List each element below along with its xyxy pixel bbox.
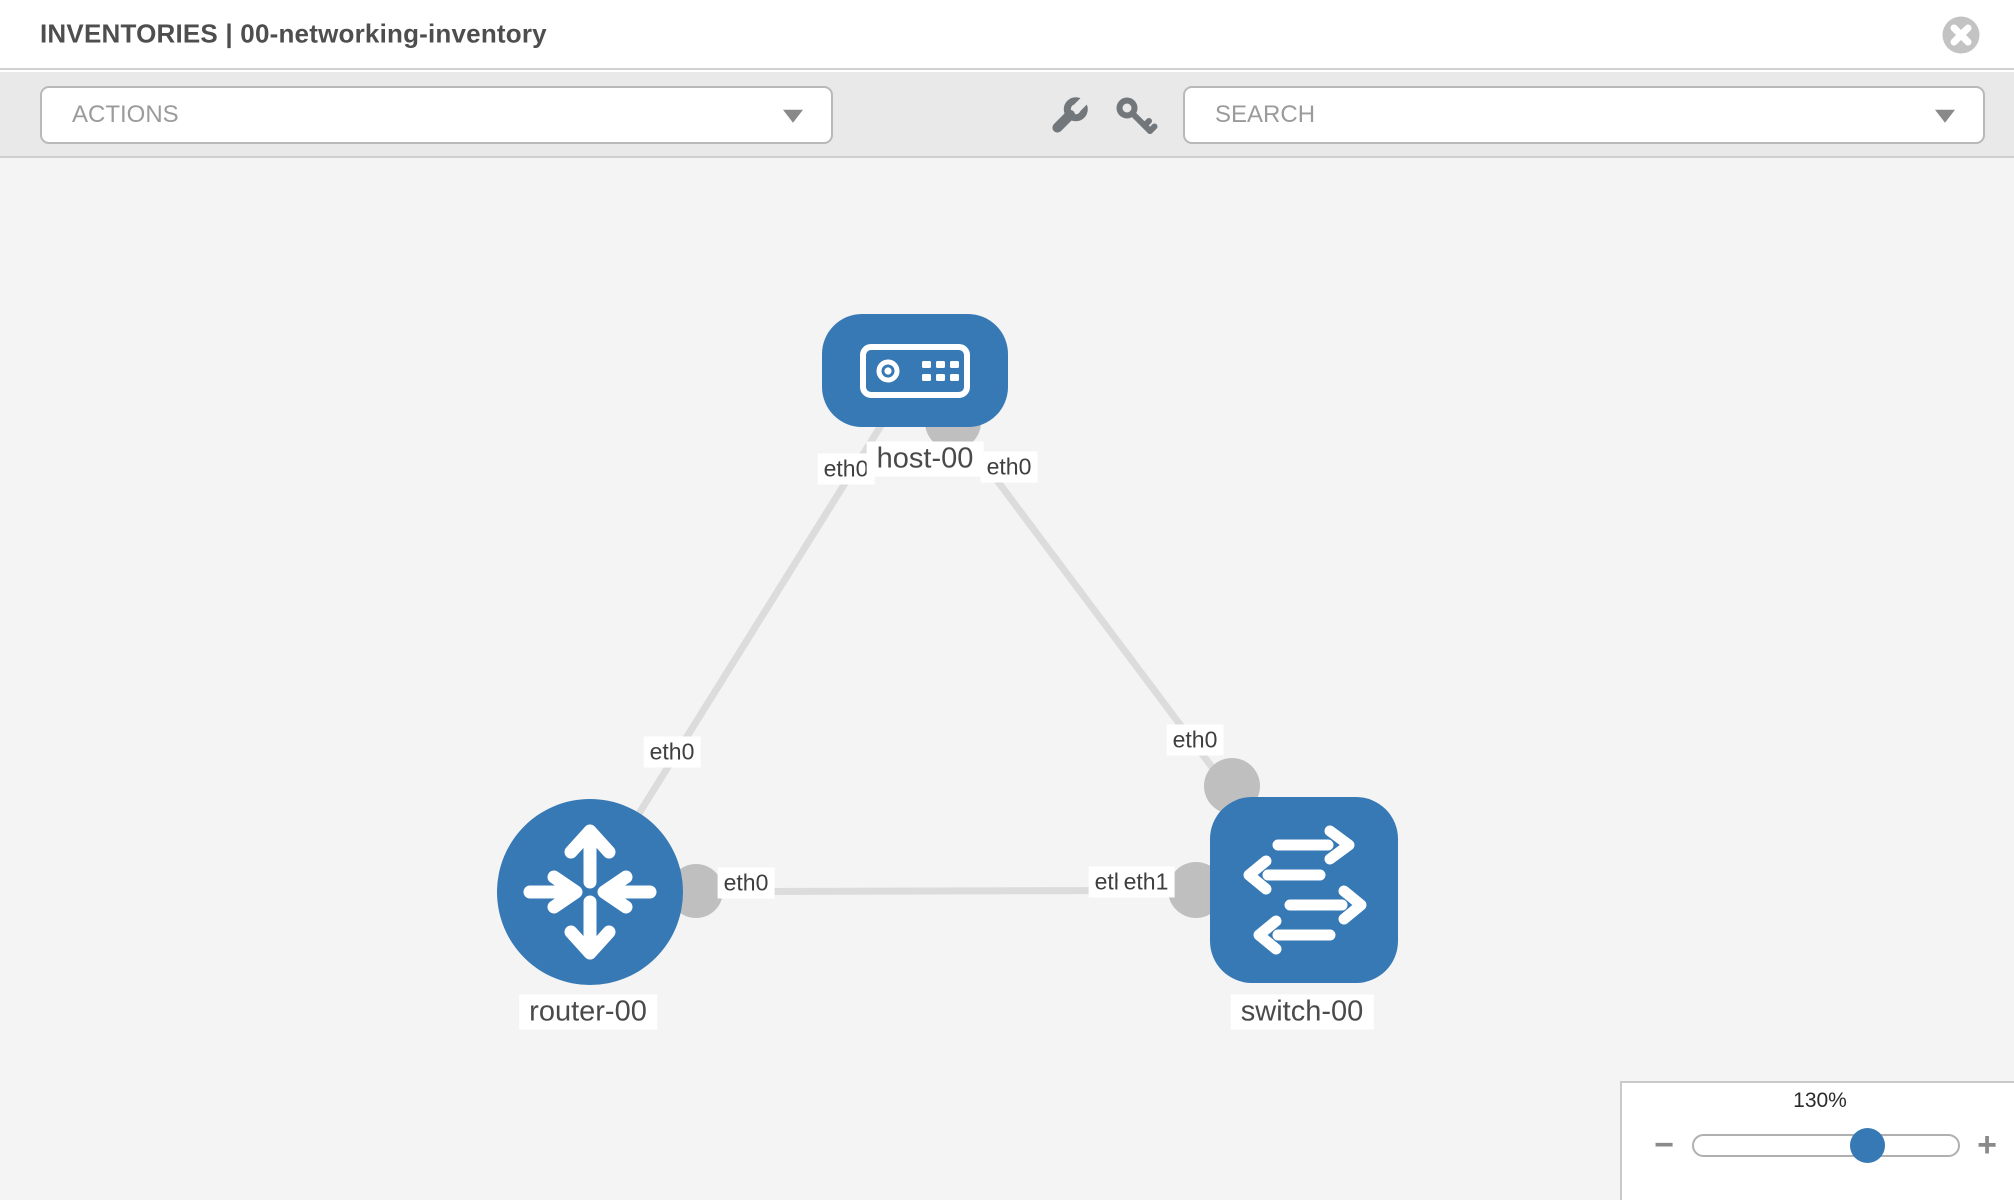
topology-canvas[interactable]: eth0 eth0 eth0 eth0 eth0 eth0 eth1 host-… — [0, 158, 2014, 1200]
close-button[interactable] — [1942, 16, 1980, 54]
interface-label: eth1 — [1117, 866, 1175, 898]
host-icon — [860, 344, 970, 398]
header: INVENTORIES | 00-networking-inventory — [0, 0, 2014, 70]
page-title: INVENTORIES | 00-networking-inventory — [40, 18, 547, 49]
node-label-switch-00: switch-00 — [1230, 994, 1374, 1030]
toolbar: ACTIONS SEARCH — [0, 72, 2014, 158]
close-circle-x-icon — [1942, 16, 1980, 54]
zoom-panel: 130% − + — [1620, 1081, 2014, 1200]
node-host-00[interactable] — [822, 314, 1008, 427]
zoom-in-button[interactable]: + — [1965, 1123, 2009, 1167]
chevron-down-icon — [1935, 109, 1955, 123]
configure-button[interactable] — [1045, 94, 1091, 140]
interface-label: eth0 — [717, 867, 775, 899]
switch-icon — [1243, 825, 1367, 955]
zoom-out-button[interactable]: − — [1642, 1123, 1686, 1167]
key-icon — [1116, 97, 1158, 134]
node-router-00[interactable] — [497, 799, 683, 985]
node-label-router-00: router-00 — [519, 994, 657, 1030]
credentials-button[interactable] — [1113, 94, 1159, 140]
wrench-icon — [1052, 95, 1090, 133]
search-dropdown[interactable]: SEARCH — [1183, 86, 1985, 144]
search-dropdown-label: SEARCH — [1215, 101, 1316, 128]
interface-label: eth0 — [817, 453, 875, 485]
router-icon — [523, 824, 657, 960]
actions-dropdown-label: ACTIONS — [72, 101, 179, 128]
zoom-level: 130% — [1793, 1089, 1847, 1112]
node-switch-00[interactable] — [1210, 797, 1398, 983]
interface-dot — [669, 864, 723, 918]
node-label-host-00: host-00 — [866, 441, 984, 477]
chevron-down-icon — [783, 109, 803, 123]
zoom-slider[interactable] — [1692, 1134, 1960, 1157]
interface-label: eth0 — [1166, 724, 1224, 756]
interface-label: eth0 — [980, 451, 1038, 483]
interface-label: eth0 — [643, 736, 701, 768]
actions-dropdown[interactable]: ACTIONS — [40, 86, 833, 144]
zoom-slider-knob[interactable] — [1850, 1128, 1885, 1163]
